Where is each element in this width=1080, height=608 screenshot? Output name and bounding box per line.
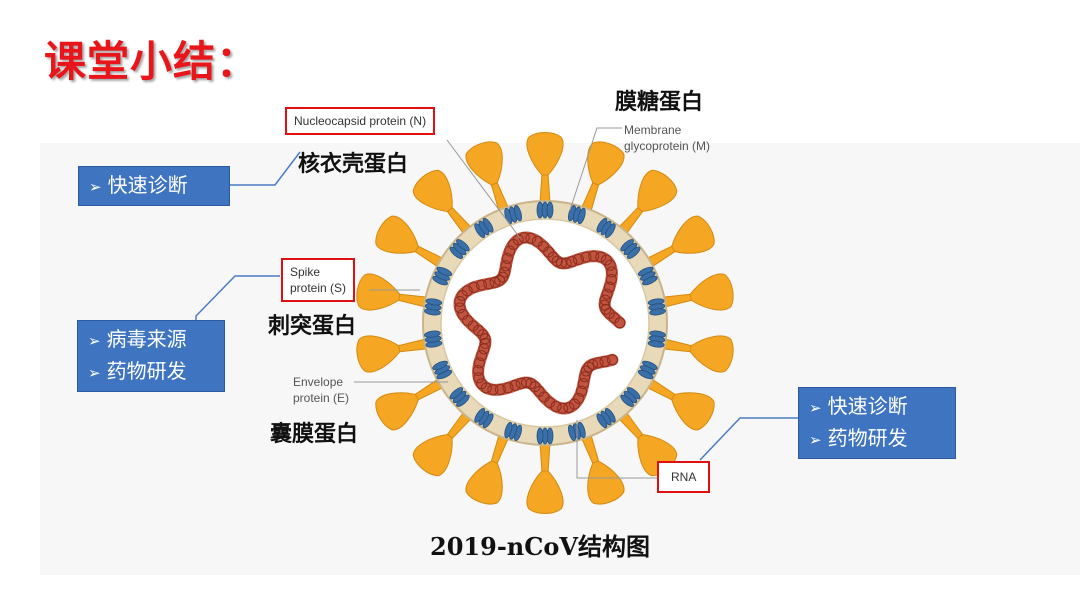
membrane-protein bbox=[424, 330, 442, 348]
rna-label-en: RNA bbox=[657, 461, 710, 493]
bullet-arrow-icon: ➢ bbox=[88, 332, 101, 350]
spike-protein bbox=[660, 326, 736, 374]
bullet-arrow-icon: ➢ bbox=[89, 178, 102, 196]
box-rapid-diagnosis-2: ➢快速诊断 ➢药物研发 bbox=[798, 387, 956, 459]
spike-protein bbox=[354, 326, 430, 374]
connector-box3 bbox=[700, 418, 798, 460]
box3-item-1: ➢快速诊断 bbox=[809, 391, 945, 423]
bullet-arrow-icon: ➢ bbox=[88, 364, 101, 382]
box-rapid-diagnosis-1: ➢快速诊断 bbox=[78, 166, 230, 206]
box2-item-2: ➢药物研发 bbox=[88, 356, 214, 388]
nucleocapsid-label-zh: 核衣壳蛋白 bbox=[298, 146, 408, 178]
membrane-protein bbox=[424, 298, 442, 316]
bullet-arrow-icon: ➢ bbox=[809, 399, 822, 417]
connector-box1 bbox=[230, 152, 300, 185]
membrane-protein bbox=[537, 202, 553, 218]
spike-protein bbox=[354, 272, 430, 320]
envelope-label-en: Envelope protein (E) bbox=[293, 374, 349, 406]
bullet-arrow-icon: ➢ bbox=[809, 431, 822, 449]
membrane-protein bbox=[648, 330, 666, 348]
box3-item-2: ➢药物研发 bbox=[809, 423, 945, 455]
envelope-label-zh: 囊膜蛋白 bbox=[270, 416, 358, 448]
spike-label-en: Spike protein (S) bbox=[281, 258, 355, 302]
membrane-label-zh: 膜糖蛋白 bbox=[615, 84, 703, 116]
spike-protein bbox=[527, 443, 563, 514]
spike-protein bbox=[527, 133, 563, 204]
nucleocapsid-label-en: Nucleocapsid protein (N) bbox=[285, 107, 435, 135]
spike-protein bbox=[660, 272, 736, 320]
diagram-caption: 2019-nCoV结构图 bbox=[0, 527, 1080, 562]
box2-item-1: ➢病毒来源 bbox=[88, 324, 214, 356]
membrane-protein bbox=[537, 428, 553, 444]
box-virus-source: ➢病毒来源 ➢药物研发 bbox=[77, 320, 225, 392]
spike-label-zh: 刺突蛋白 bbox=[268, 308, 356, 340]
membrane-label-en: Membrane glycoprotein (M) bbox=[624, 122, 710, 154]
box1-item-1: ➢快速诊断 bbox=[89, 170, 219, 202]
membrane-protein bbox=[648, 298, 666, 316]
